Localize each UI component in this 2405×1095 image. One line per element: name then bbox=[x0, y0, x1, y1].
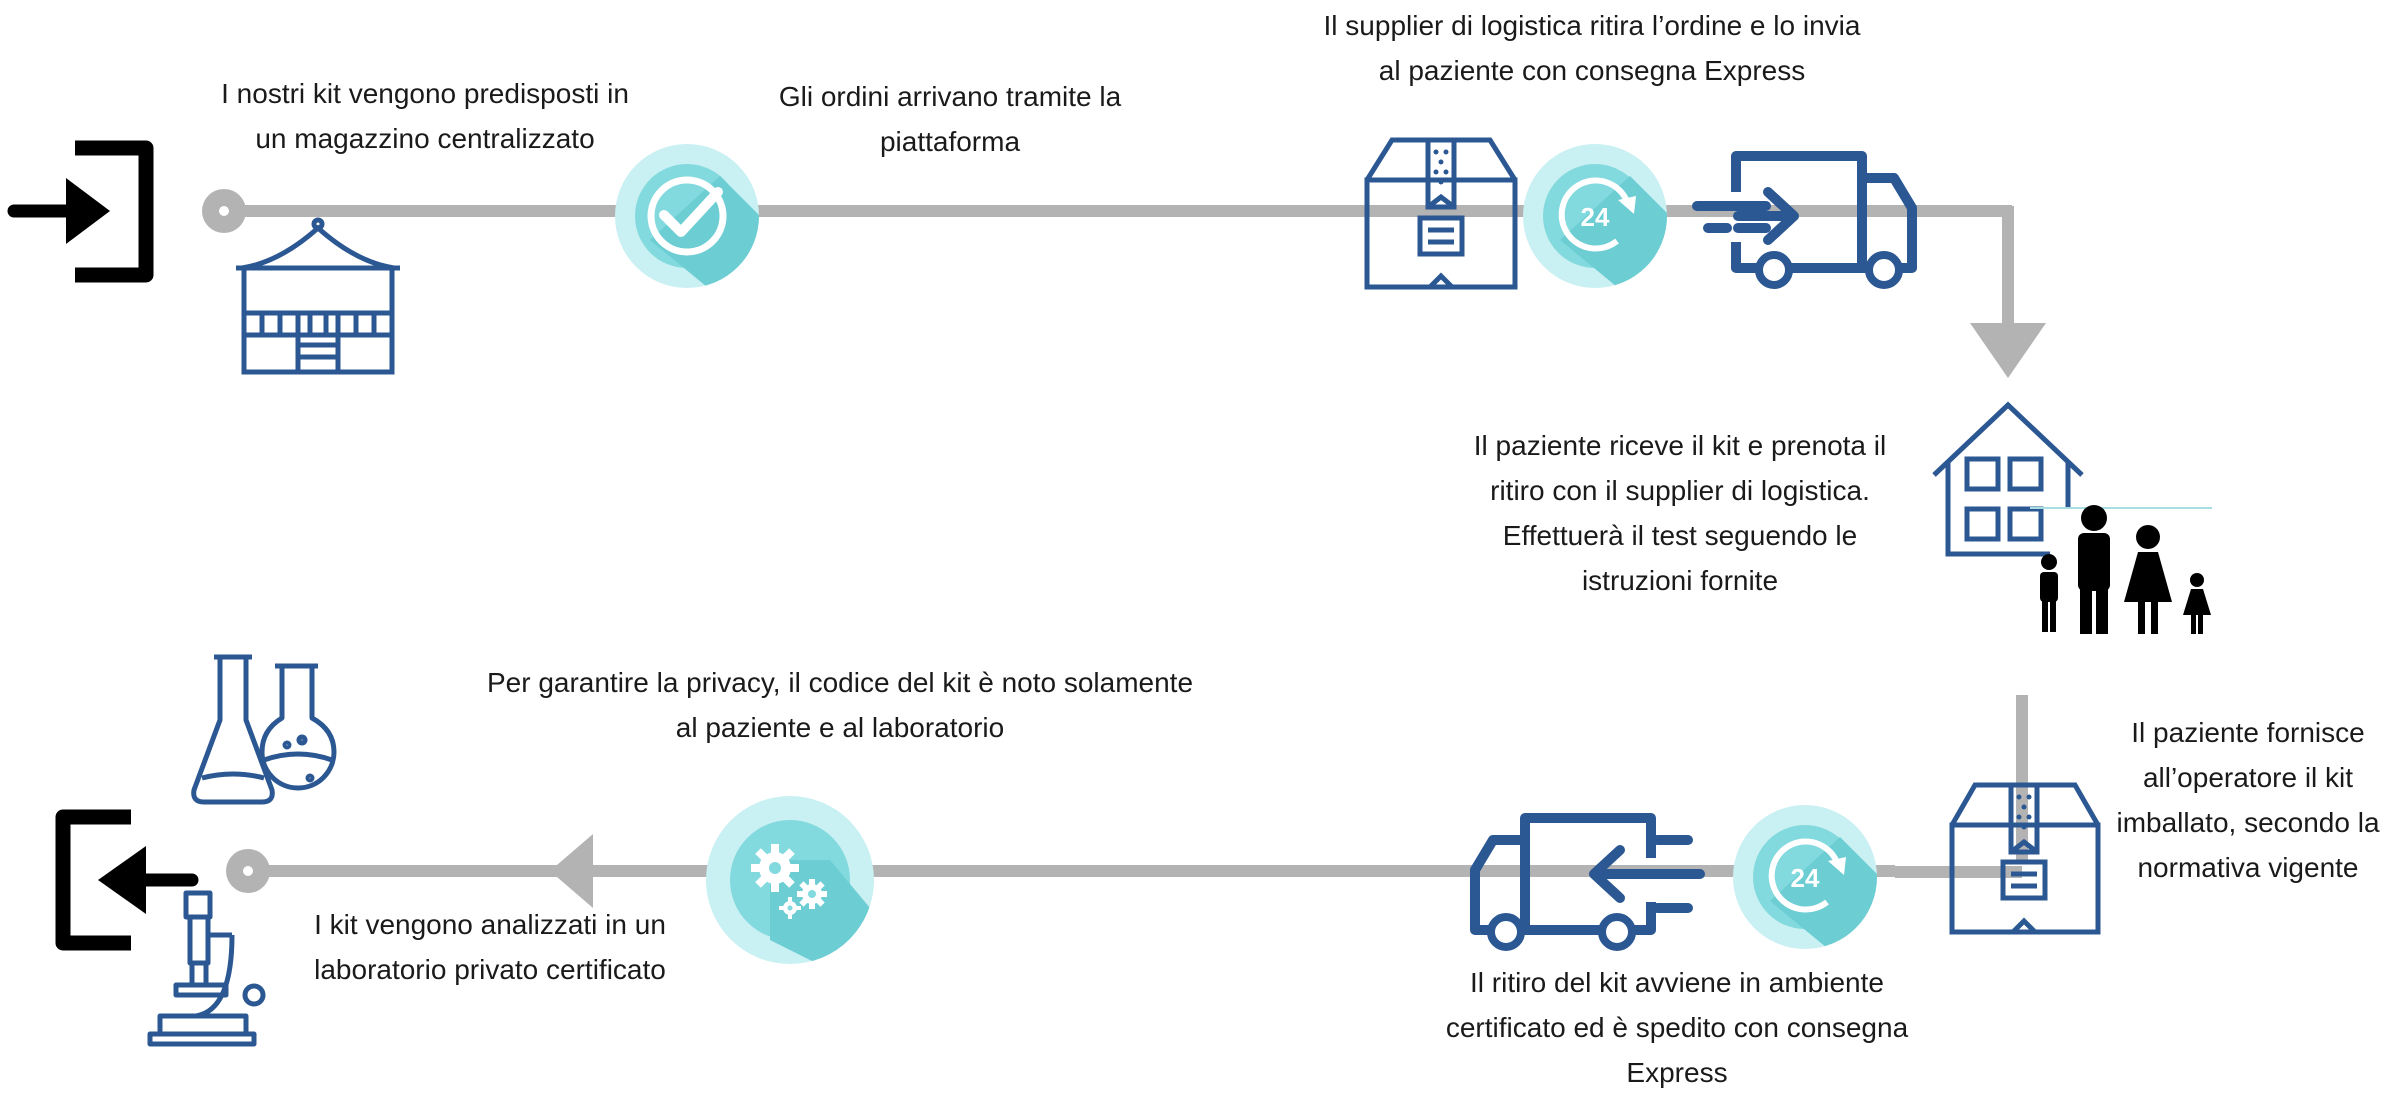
badge-24-label: 24 bbox=[1581, 202, 1610, 232]
caption-warehouse: I nostri kit vengono predisposti in un m… bbox=[221, 78, 629, 154]
flasks-icon bbox=[191, 654, 337, 805]
truck-icon-bottom bbox=[1470, 813, 1705, 951]
family-icon bbox=[2040, 505, 2211, 634]
warehouse-icon bbox=[236, 217, 400, 375]
start-dot bbox=[202, 189, 246, 233]
truck-icon bbox=[1692, 151, 1917, 289]
package-icon-dots bbox=[1433, 149, 1449, 185]
clock-24-icon-bottom: 24 bbox=[1733, 805, 1877, 949]
caption-handover: Il paziente fornisce all’operatore il ki… bbox=[2116, 717, 2380, 883]
caption-orders: Gli ordini arrivano tramite la piattafor… bbox=[778, 81, 1122, 157]
package-icon bbox=[1364, 137, 1518, 290]
check-icon bbox=[615, 144, 759, 288]
caption-lab: I kit vengono analizzati in un laborator… bbox=[314, 909, 666, 985]
package-icon-bottom-dots bbox=[2016, 794, 2032, 830]
enter-icon bbox=[7, 140, 154, 283]
badge-24-label-bottom: 24 bbox=[1791, 863, 1820, 893]
clock-24-icon: 24 bbox=[1523, 144, 1667, 288]
caption-pickup: Il ritiro del kit avviene in ambiente ce… bbox=[1445, 967, 1909, 1088]
caption-privacy: Per garantire la privacy, il codice del … bbox=[486, 667, 1194, 743]
house-icon bbox=[1932, 401, 2084, 557]
caption-patient: Il paziente riceve il kit e prenota il r… bbox=[1473, 430, 1887, 596]
end-dot bbox=[226, 849, 270, 893]
gears-icon bbox=[706, 796, 874, 964]
microscope-icon bbox=[147, 890, 266, 1047]
caption-shipping: Il supplier di logistica ritira l’ordine… bbox=[1323, 10, 1861, 86]
exit-icon bbox=[55, 809, 199, 951]
